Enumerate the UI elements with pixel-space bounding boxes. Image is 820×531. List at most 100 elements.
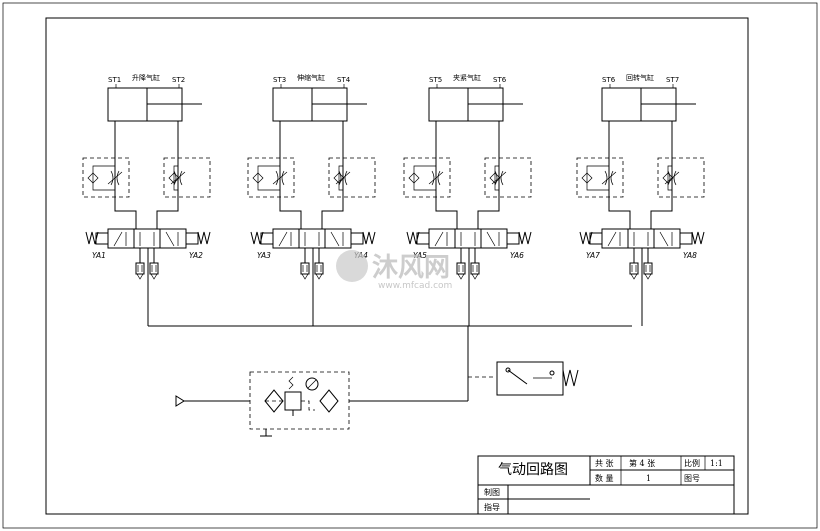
throttle-icon — [116, 170, 120, 186]
spring-icon — [362, 231, 376, 245]
check-valve-icon — [662, 172, 674, 184]
sensor-label: ST6 — [602, 76, 616, 84]
throttle-icon — [437, 170, 441, 186]
cylinder-label: 升降气缸 — [132, 73, 160, 82]
flow-control-valve — [82, 157, 130, 198]
solenoid-right-icon — [506, 232, 520, 245]
sensor-label: ST7 — [666, 76, 679, 84]
quantity-value: 1 — [646, 474, 651, 483]
solenoid-right-icon — [350, 232, 364, 245]
adjust-arrow-icon — [335, 171, 351, 185]
spring-icon — [85, 231, 99, 245]
watermark-url: www.mfcad.com — [378, 281, 452, 291]
throttle-icon — [110, 170, 114, 186]
throttle-icon — [338, 170, 342, 186]
regulator-icon — [284, 391, 302, 411]
adjust-arrow-icon — [491, 171, 507, 185]
spring-icon — [250, 231, 264, 245]
approved-by-label: 指导 — [484, 502, 500, 512]
flow-control-valve — [163, 157, 211, 198]
flow-control-valve — [403, 157, 451, 198]
sensor-label: ST5 — [429, 76, 442, 84]
sensor-label: ST4 — [337, 76, 351, 84]
muffler-icon — [300, 262, 310, 275]
spring-icon — [406, 231, 420, 245]
throttle-icon — [673, 170, 677, 186]
check-valve-icon — [168, 172, 180, 184]
cylinder-label: 伸缩气缸 — [297, 73, 325, 82]
solenoid-right-icon — [185, 232, 199, 245]
muffler-icon — [456, 262, 466, 275]
watermark-text: 沐风网 — [372, 253, 450, 283]
throttle-icon — [667, 170, 671, 186]
throttle-icon — [179, 170, 183, 186]
throttle-icon — [275, 170, 279, 186]
throttle-icon — [610, 170, 614, 186]
throttle-icon — [173, 170, 177, 186]
actuator-unit: ST6 ST7 回转气缸 YA7 YA8 — [576, 73, 705, 326]
solenoid-right-icon — [679, 232, 693, 245]
adjust-arrow-icon — [664, 171, 680, 185]
directional-valve — [85, 228, 211, 249]
check-valve-icon — [87, 172, 99, 184]
watermark: 沐风网 www.mfcad.com — [336, 250, 452, 291]
throttle-icon — [431, 170, 435, 186]
flow-control-valve — [247, 157, 295, 198]
sensor-label: ST6 — [493, 76, 507, 84]
throttle-icon — [604, 170, 608, 186]
adjust-arrow-icon — [107, 171, 123, 185]
solenoid-right-label: YA8 — [683, 251, 697, 260]
sensor-label: ST1 — [108, 76, 121, 84]
spring-icon — [197, 231, 211, 245]
shutoff-valve — [496, 361, 579, 396]
drawn-by-label: 制图 — [484, 487, 500, 497]
muffler-icon — [643, 262, 653, 275]
adjust-arrow-icon — [272, 171, 288, 185]
cylinder-label: 回转气缸 — [626, 73, 654, 82]
frl-unit — [249, 371, 350, 437]
check-valve-icon — [408, 172, 420, 184]
solenoid-left-label: YA5 — [413, 251, 427, 260]
directional-valve — [579, 228, 705, 249]
check-valve-icon — [252, 172, 264, 184]
solenoid-left-label: YA7 — [586, 251, 600, 260]
flow-control-valve — [657, 157, 705, 198]
check-valve-icon — [581, 172, 593, 184]
check-valve-icon — [489, 172, 501, 184]
title-block: 气动回路图 共 张 第 4 张 比例 1:1 数 量 1 图号 制图 指导 — [477, 455, 735, 515]
sensor-label: ST3 — [273, 76, 286, 84]
scale-value: 1:1 — [710, 459, 723, 468]
muffler-icon — [149, 262, 159, 275]
cylinder-label: 夹紧气缸 — [453, 73, 481, 82]
throttle-icon — [281, 170, 285, 186]
directional-valve — [406, 228, 532, 249]
spring-icon — [562, 369, 579, 387]
air-source-icon — [175, 395, 185, 407]
adjust-arrow-icon — [428, 171, 444, 185]
lubricator-icon — [319, 389, 339, 413]
solenoid-right-label: YA6 — [510, 251, 524, 260]
adjust-arrow-icon — [601, 171, 617, 185]
solenoid-right-label: YA2 — [189, 251, 203, 260]
throttle-icon — [344, 170, 348, 186]
muffler-icon — [314, 262, 324, 275]
quantity-label: 数 量 — [595, 473, 614, 483]
solenoid-left-label: YA3 — [257, 251, 271, 260]
supply-lines — [148, 325, 632, 407]
gauge-icon — [305, 377, 319, 391]
flow-control-valve — [576, 157, 624, 198]
flow-control-valve — [484, 157, 532, 198]
total-sheets-label: 共 张 — [595, 459, 614, 468]
check-valve-icon — [333, 172, 345, 184]
actuator-unit: ST5 ST6 夹紧气缸 YA5 YA6 — [403, 73, 532, 326]
sheet-number-label: 第 4 张 — [629, 458, 655, 468]
actuator-unit: ST3ST4伸缩气缸YA3YA4 — [247, 73, 376, 326]
spring-icon — [518, 231, 532, 245]
muffler-icon — [629, 262, 639, 275]
throttle-icon — [500, 170, 504, 186]
spring-icon — [579, 231, 593, 245]
solenoid-left-label: YA1 — [92, 251, 106, 260]
